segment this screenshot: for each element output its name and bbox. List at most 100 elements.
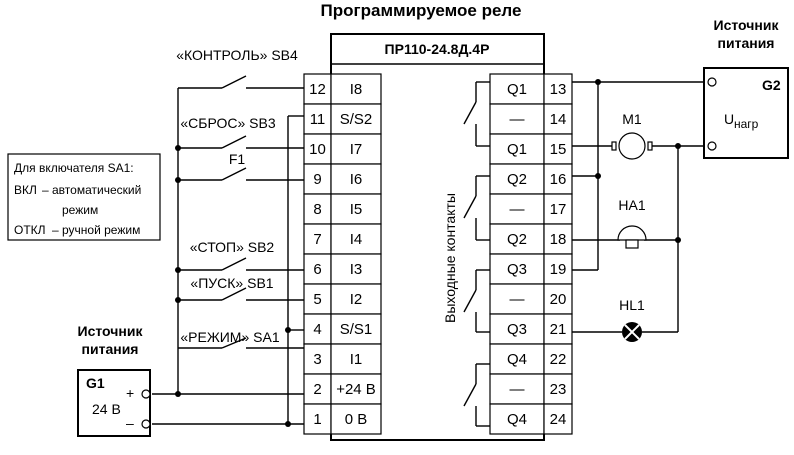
- g1-minus: –: [126, 415, 134, 431]
- contact-q2: [463, 175, 490, 241]
- input-name-box: [330, 103, 382, 135]
- output-pin-number: 19: [550, 261, 567, 278]
- output-name-box: [489, 223, 545, 255]
- switch-sb4: [178, 75, 304, 89]
- input-pin-number: 8: [313, 201, 321, 218]
- output-pin-number: 22: [550, 351, 567, 368]
- output-pin-number: 14: [550, 111, 567, 128]
- input-name: I7: [350, 141, 363, 158]
- input-pin-number: 3: [313, 351, 321, 368]
- g2-name: G2: [762, 77, 781, 93]
- contact-q3: [463, 269, 490, 333]
- label-sb3: «СБРОС» SB3: [180, 115, 275, 131]
- note-line2b: – автоматический: [42, 183, 141, 197]
- horn-ha1-icon: [617, 225, 647, 241]
- output-name-box: [489, 163, 545, 195]
- input-name-box: [330, 403, 382, 435]
- note-line4b: – ручной режим: [52, 223, 140, 237]
- input-pin-box: [303, 313, 332, 345]
- lamp-cross: [624, 324, 640, 340]
- switch-f1: [178, 167, 304, 181]
- g1-title-line1: Источник: [78, 323, 144, 339]
- diagram-title: Программируемое реле: [321, 1, 522, 20]
- output-pin-number: 15: [550, 141, 567, 158]
- g1-voltage: 24 В: [92, 401, 121, 417]
- input-name: I8: [350, 81, 363, 98]
- input-pin-number: 1: [313, 411, 321, 428]
- output-pin-number: 16: [550, 171, 567, 188]
- g1-box: [77, 369, 151, 437]
- switch-sb3: [178, 135, 304, 149]
- g2-u: U: [724, 111, 734, 127]
- note-box: [7, 153, 161, 241]
- motor-brush: [647, 141, 653, 151]
- output-name: —: [510, 381, 525, 398]
- output-name-box: [489, 103, 545, 135]
- relay-model: ПР110-24.8Д.4Р: [385, 41, 490, 57]
- input-name: S/S2: [340, 111, 373, 128]
- input-name-box: [330, 133, 382, 165]
- output-pin-number: 20: [550, 291, 567, 308]
- output-name: Q4: [507, 351, 527, 368]
- input-pin-number: 7: [313, 231, 321, 248]
- g1-title-line2: питания: [82, 341, 139, 357]
- g2-bottom-terminal: [707, 141, 717, 151]
- output-name: Q1: [507, 81, 527, 98]
- junction-dot: [175, 297, 181, 303]
- outputs-label: Выходные контакты: [442, 193, 458, 323]
- output-pin-number: 21: [550, 321, 567, 338]
- output-name: Q4: [507, 411, 527, 428]
- label-ha1: HA1: [618, 197, 645, 213]
- output-name: —: [510, 111, 525, 128]
- output-pin-box: [543, 253, 573, 285]
- contact-q4: [463, 363, 490, 427]
- output-pin-number: 23: [550, 381, 567, 398]
- junction-dot: [175, 267, 181, 273]
- g2-top-terminal: [707, 77, 717, 87]
- junction-dot: [175, 391, 181, 397]
- input-pin-number: 9: [313, 171, 321, 188]
- output-name: Q1: [507, 141, 527, 158]
- junction-dot: [595, 79, 601, 85]
- junction-dot: [285, 327, 291, 333]
- label-sb1: «ПУСК» SB1: [190, 275, 273, 291]
- label-sa1: «РЕЖИМ» SA1: [180, 329, 279, 345]
- label-m1: M1: [622, 111, 642, 127]
- input-name: I4: [350, 231, 363, 248]
- output-name-box: [489, 73, 545, 105]
- input-pin-number: 6: [313, 261, 321, 278]
- input-pin-number: 5: [313, 291, 321, 308]
- output-name: Q3: [507, 321, 527, 338]
- input-pin-box: [303, 73, 332, 105]
- output-name: —: [510, 201, 525, 218]
- output-pin-box: [543, 283, 573, 315]
- input-name: I6: [350, 171, 363, 188]
- output-name-box: [489, 133, 545, 165]
- input-name-box: [330, 223, 382, 255]
- input-pin-number: 10: [309, 141, 326, 158]
- motor-brush: [611, 141, 617, 151]
- motor-m1-icon: [618, 132, 646, 160]
- note-line4a: ОТКЛ: [14, 223, 46, 237]
- input-name: S/S1: [340, 321, 373, 338]
- g2-title-line2: питания: [718, 35, 775, 51]
- input-name-box: [330, 163, 382, 195]
- g1-minus-terminal: [141, 419, 151, 429]
- input-name: 0 В: [345, 411, 368, 428]
- note-line2a: ВКЛ: [14, 183, 37, 197]
- input-pin-number: 12: [309, 81, 326, 98]
- contact-q1: [463, 81, 490, 147]
- input-name: I5: [350, 201, 363, 218]
- output-pin-number: 18: [550, 231, 567, 248]
- switch-sa1: [178, 337, 304, 349]
- label-hl1: HL1: [619, 297, 645, 313]
- label-sb2: «СТОП» SB2: [190, 239, 275, 255]
- output-name-box: [489, 403, 545, 435]
- input-pin-box: [303, 253, 332, 285]
- input-name: I3: [350, 261, 363, 278]
- output-name: Q2: [507, 231, 527, 248]
- input-name: +24 В: [336, 381, 376, 398]
- output-pin-box: [543, 73, 573, 105]
